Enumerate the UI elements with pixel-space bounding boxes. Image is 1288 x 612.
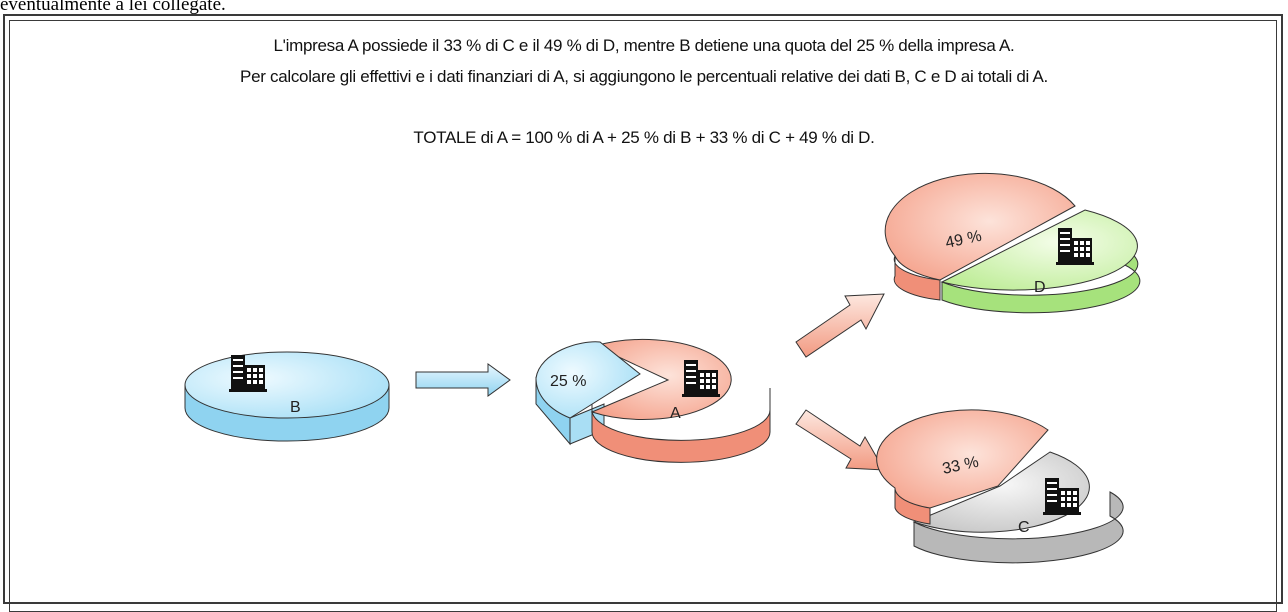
caption-line-1: L'impresa A possiede il 33 % di C e il 4… bbox=[273, 36, 1015, 55]
company-d-label: D bbox=[1034, 279, 1046, 296]
company-b-disc: B bbox=[184, 351, 390, 442]
company-a-share-label: 25 % bbox=[550, 373, 586, 390]
arrow-b-to-a bbox=[415, 363, 511, 397]
company-c-label: C bbox=[1018, 519, 1030, 536]
header-fragment: eventualmente a lei collegate. bbox=[0, 0, 226, 15]
company-b-label: B bbox=[290, 399, 301, 416]
arrow-a-to-d bbox=[795, 293, 885, 358]
company-c-disc: 33 % C bbox=[876, 409, 1124, 564]
ownership-diagram: B 25 % A 49 % D bbox=[184, 172, 1141, 564]
caption-line-2: Per calcolare gli effettivi e i dati fin… bbox=[240, 67, 1048, 86]
caption-formula: TOTALE di A = 100 % di A + 25 % di B + 3… bbox=[413, 128, 875, 147]
company-a-label: A bbox=[670, 405, 681, 422]
arrow-a-to-c bbox=[795, 409, 885, 471]
company-d-disc: 49 % D bbox=[884, 172, 1141, 314]
company-a-disc: 25 % A bbox=[535, 338, 771, 463]
